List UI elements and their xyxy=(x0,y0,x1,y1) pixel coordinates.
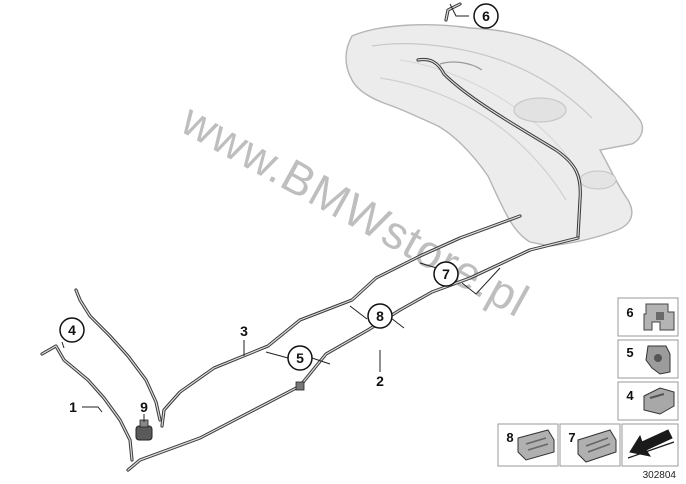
label-3: 3 xyxy=(240,323,248,339)
callout-6-label: 6 xyxy=(482,8,490,24)
clip-icon xyxy=(643,303,675,331)
callout-4: 4 xyxy=(59,317,85,343)
callout-5: 5 xyxy=(287,345,313,371)
fuel-pipe-icon xyxy=(40,2,582,472)
legend-5-label: 5 xyxy=(626,345,633,360)
legend-4-label: 4 xyxy=(626,388,634,403)
clip-icon xyxy=(517,429,555,461)
direction-arrow-icon xyxy=(627,429,675,459)
legend-item-7: 7 xyxy=(559,423,621,467)
direction-arrow-box xyxy=(621,423,679,467)
label-1: 1 xyxy=(69,399,77,415)
callout-7-label: 7 xyxy=(442,266,450,282)
label-2: 2 xyxy=(376,373,384,389)
legend-item-4: 4 xyxy=(617,381,679,421)
legend-7-label: 7 xyxy=(568,430,575,445)
callout-8-label: 8 xyxy=(376,308,384,324)
leader-lines xyxy=(61,3,501,422)
callout-8: 8 xyxy=(367,303,393,329)
legend-6-label: 6 xyxy=(626,305,633,320)
legend-8-label: 8 xyxy=(506,430,513,445)
callout-5-label: 5 xyxy=(296,350,304,366)
legend-item-6: 6 xyxy=(617,297,679,337)
clip-icon xyxy=(577,429,617,463)
callout-4-label: 4 xyxy=(68,322,76,338)
fuel-tank-icon xyxy=(345,24,644,247)
clip-icon xyxy=(645,345,671,375)
callout-7: 7 xyxy=(433,261,459,287)
connector-icon xyxy=(295,381,305,391)
label-9: 9 xyxy=(140,399,148,415)
callout-6: 6 xyxy=(473,3,499,29)
reference-number: 302804 xyxy=(643,470,677,481)
fuel-filter-icon xyxy=(135,419,153,441)
clip-icon xyxy=(643,387,675,415)
legend-item-5: 5 xyxy=(617,339,679,379)
legend-item-8: 8 xyxy=(497,423,559,467)
